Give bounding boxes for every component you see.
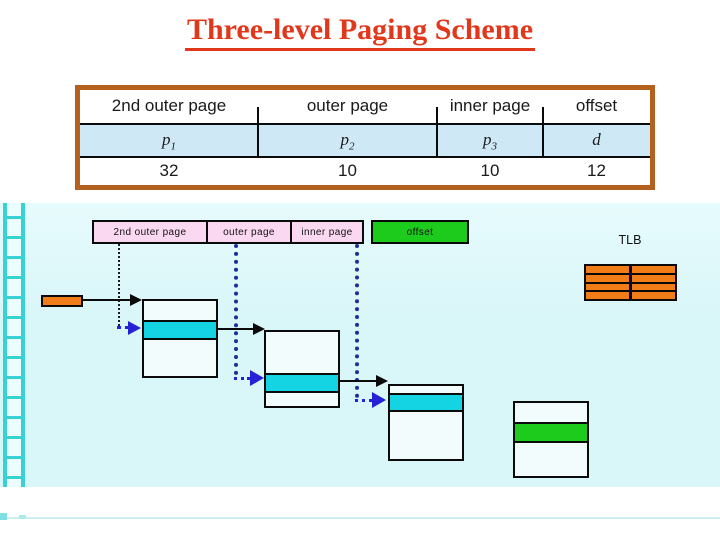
field-symbol-p2: p2 [258,125,437,156]
tlb-label: TLB [618,233,642,247]
dotted-line-p2 [234,244,238,375]
symbol-sub: 3 [491,140,498,153]
tlb-cell [586,292,629,299]
field-label-outer-page: outer page [206,220,292,244]
tlb-cell [632,274,675,282]
table-row-selected [144,320,216,340]
table-row-selected [390,393,462,412]
blue-arrowhead-p3 [372,392,386,408]
header-cell-offset: offset [575,96,618,115]
row-divider [436,125,438,156]
outer-page-table [142,299,218,378]
table-row [515,443,587,476]
field-symbol-d: d [543,125,650,156]
pointer-line-2 [217,328,255,330]
pointer-arrowhead-1 [130,294,142,306]
table-row [144,301,216,320]
header-divider [542,107,544,123]
diagram-canvas [0,203,720,487]
header-divider [436,107,438,123]
symbol-sub: 1 [170,140,177,153]
row-divider [542,125,544,156]
field-label-2nd-outer-page: 2nd outer page [92,220,208,244]
table-row [266,393,338,406]
logical-address-table: 2nd outer page outer page inner page off… [75,85,655,190]
table-row [515,403,587,422]
table-row [390,412,462,459]
footer-mark [19,515,26,519]
symbol-base: p [162,130,171,149]
header-cell-inner-page: inner page [449,96,531,115]
tlb-cell [632,283,675,291]
symbol-base: p [483,130,492,149]
logical-address-table-inner: 2nd outer page outer page inner page off… [80,90,650,185]
pointer-line-3 [339,380,377,382]
symbol-base: p [340,130,350,149]
middle-page-table [264,330,340,408]
header-cell-2nd-outer-page: 2nd outer page [111,96,227,115]
field-symbol-row [80,123,650,158]
symbol-sub: 2 [349,140,355,153]
table-row [266,332,338,373]
pointer-line-1 [82,299,131,301]
notebook-ladder-graphic [3,203,25,487]
tlb-cell [586,274,629,282]
pointer-arrowhead-2 [253,323,265,335]
blue-arrowhead-p1 [128,321,141,335]
blue-dash-p3 [355,399,372,402]
physical-memory-frame [513,401,589,478]
blue-arrowhead-p2 [250,370,264,386]
table-row-selected [266,373,338,393]
field-label-inner-page: inner page [290,220,364,244]
tlb-cell [586,266,629,273]
bits-2nd-outer-page: 32 [159,161,179,180]
inner-page-table [388,384,464,461]
table-row-frame [515,422,587,443]
field-symbol-p1: p1 [80,125,258,156]
blue-dash-p1 [117,326,129,329]
blue-dash-p2 [234,377,250,380]
footer-mark [0,513,7,520]
bits-offset: 12 [587,161,606,180]
slide-title: Three-level Paging Scheme [184,13,536,51]
dotted-line-p1 [118,244,120,326]
footer-divider [0,517,720,519]
dotted-line-p3 [355,244,359,398]
row-divider [257,125,259,156]
field-label-offset: offset [371,220,469,244]
page-table-base-register [41,295,83,307]
tlb-cell [632,266,675,273]
bits-inner-page: 10 [480,161,500,180]
tlb-cell [632,292,675,299]
pointer-arrowhead-3 [376,375,388,387]
header-cell-outer-page: outer page [306,96,389,115]
table-row [144,340,216,376]
table-row [390,386,462,393]
field-symbol-p3: p3 [437,125,543,156]
symbol-base: d [592,130,601,149]
bits-outer-page: 10 [338,161,357,180]
tlb-table [584,264,677,301]
header-divider [257,107,259,123]
tlb-cell [586,283,629,291]
title-area: Three-level Paging Scheme [0,13,720,51]
